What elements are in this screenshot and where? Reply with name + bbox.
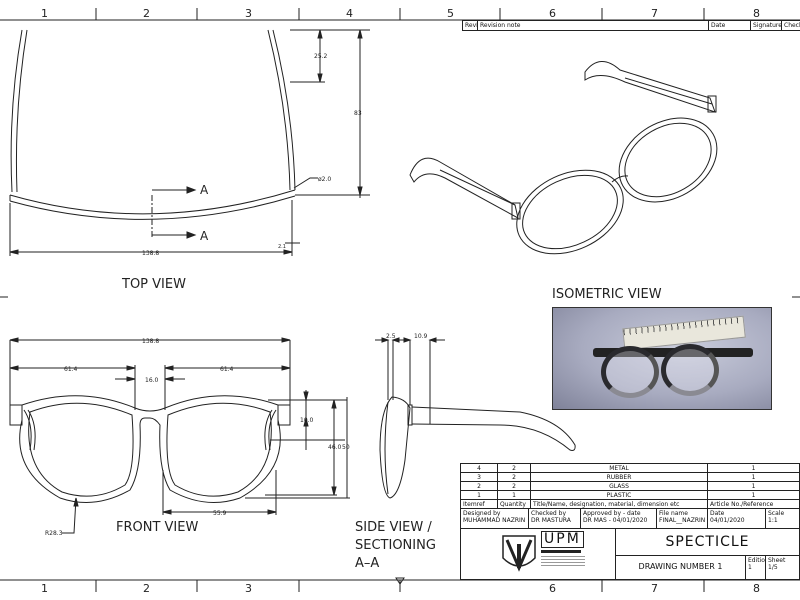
sheet-cell: Sheet 1/5 xyxy=(765,555,800,580)
isometric-view-label: ISOMETRIC VIEW xyxy=(552,287,662,302)
dim-front-left-lens: 61.4 xyxy=(64,366,78,373)
approved-cell: Approved by - date DR MAS - 04/01/2020 xyxy=(580,508,657,529)
dim-side-temple: 10.9 xyxy=(414,333,428,340)
zone-2: 2 xyxy=(143,7,150,20)
side-view xyxy=(375,337,576,499)
dim-top-height: 83 xyxy=(354,110,362,117)
designed-by-cell: Designed by MUHAMMAD NAZRIN xyxy=(460,508,529,529)
zone-3-bottom: 3 xyxy=(245,582,252,595)
zone-8-bottom: 8 xyxy=(753,582,760,595)
edition-label: Edition xyxy=(748,557,765,564)
photo-left-lens xyxy=(601,346,659,398)
zone-7-bottom: 7 xyxy=(651,582,658,595)
section-marker-a-bottom: A xyxy=(200,229,209,243)
rev-checked-header: Checked xyxy=(781,20,800,31)
date-label: Date xyxy=(710,510,725,517)
dim-front-radius: R28.3 xyxy=(45,530,63,537)
photo-right-lens xyxy=(661,344,719,396)
drawing-title: SPECTICLE xyxy=(615,528,800,556)
dim-side-thickness: 2.5 xyxy=(386,333,396,340)
approved: DR MAS - 04/01/2020 xyxy=(583,517,648,524)
approved-label: Approved by - date xyxy=(583,510,641,517)
dim-front-lens-width: 55.9 xyxy=(213,510,227,517)
designed-by: MUHAMMAD NAZRIN xyxy=(463,517,526,524)
dim-front-frame-height: 50 xyxy=(342,444,350,451)
zone-6-bottom: 6 xyxy=(549,582,556,595)
zone-8: 8 xyxy=(753,7,760,20)
date: 04/01/2020 xyxy=(710,517,745,524)
upm-logo-text: UPM xyxy=(541,531,584,548)
rev-no-header: RevNo xyxy=(462,20,478,31)
drawing-number: DRAWING NUMBER 1 xyxy=(615,555,746,580)
file-name: FINAL__NAZRIN xyxy=(659,517,706,524)
dim-front-overall-width: 138.8 xyxy=(142,338,159,345)
scale-cell: Scale 1:1 xyxy=(765,508,800,529)
zone-4: 4 xyxy=(346,7,353,20)
designed-by-label: Designed by xyxy=(463,510,501,517)
top-view-label: TOP VIEW xyxy=(121,277,186,292)
side-view-label-3: A–A xyxy=(355,556,379,571)
dim-front-bridge: 16.0 xyxy=(145,377,159,384)
rev-signature-header: Signature xyxy=(750,20,782,31)
side-view-label-2: SECTIONING xyxy=(355,538,436,553)
sheet-label: Sheet xyxy=(768,557,786,564)
scale: 1:1 xyxy=(768,517,778,524)
scale-label: Scale xyxy=(768,510,785,517)
logo-cell: UPM xyxy=(460,528,616,580)
rev-date-header: Date xyxy=(708,20,751,31)
dim-top-diameter: ø2.0 xyxy=(318,176,331,183)
zone-2-bottom: 2 xyxy=(143,582,150,595)
zone-3: 3 xyxy=(245,7,252,20)
dim-front-lens-height: 46.0 xyxy=(328,444,342,451)
dim-top-offset: 25.2 xyxy=(314,53,328,60)
isometric-view xyxy=(409,61,718,255)
checked-by-label: Checked by xyxy=(531,510,567,517)
zone-1: 1 xyxy=(41,7,48,20)
front-view xyxy=(9,337,350,534)
logo-small-print xyxy=(541,556,585,568)
dim-front-right-lens: 61.4 xyxy=(220,366,234,373)
edition-cell: Edition 1 xyxy=(745,555,766,580)
rev-note-header: Revision note xyxy=(477,20,709,31)
logo-bar xyxy=(541,550,581,553)
front-view-label: FRONT VIEW xyxy=(116,520,198,535)
checked-by-cell: Checked by DR MASTURA xyxy=(528,508,581,529)
edition: 1 xyxy=(748,564,752,571)
zone-6: 6 xyxy=(549,7,556,20)
zone-ticks xyxy=(0,8,800,592)
dim-front-hinge-height: 10.0 xyxy=(300,417,314,424)
checked-by: DR MASTURA xyxy=(531,517,571,524)
zone-5: 5 xyxy=(447,7,454,20)
dim-top-overall-width: 138.8 xyxy=(142,250,159,257)
spectacles-photo xyxy=(552,307,772,410)
university-crest-logo xyxy=(502,535,536,572)
side-view-label-1: SIDE VIEW / xyxy=(355,520,432,535)
file-name-label: File name xyxy=(659,510,688,517)
zone-1-bottom: 1 xyxy=(41,582,48,595)
file-name-cell: File name FINAL__NAZRIN xyxy=(656,508,708,529)
date-cell: Date 04/01/2020 xyxy=(707,508,766,529)
top-view xyxy=(9,29,370,256)
zone-7: 7 xyxy=(651,7,658,20)
sheet: 1/5 xyxy=(768,564,778,571)
dim-top-hinge: 2.1 xyxy=(278,244,286,250)
section-marker-a-top: A xyxy=(200,183,209,197)
